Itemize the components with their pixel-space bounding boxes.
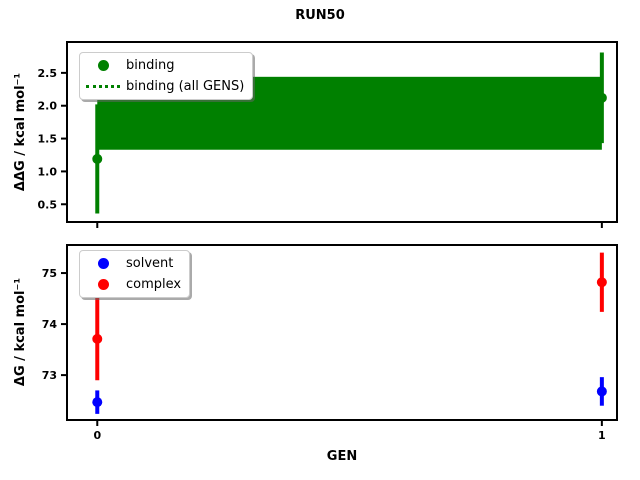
y-tick-label: 1.0 bbox=[38, 165, 58, 178]
solvent-point-gen1 bbox=[596, 386, 607, 397]
top-plot-ylabel: ΔΔG / kcal mol⁻¹ bbox=[13, 72, 28, 192]
legend-label-binding-all-gens: binding (all GENS) bbox=[126, 79, 245, 94]
y-tick-label: 73 bbox=[42, 369, 57, 382]
complex-marker-icon bbox=[97, 279, 109, 290]
legend-glyph bbox=[80, 60, 126, 71]
x-tick-label: 0 bbox=[93, 429, 101, 442]
legend-entry-binding-all-gens: binding (all GENS) bbox=[80, 76, 244, 97]
y-tick-label: 75 bbox=[42, 267, 57, 280]
y-tick-label: 2.5 bbox=[38, 67, 58, 80]
axes-frame bbox=[66, 41, 618, 223]
y-tick-label: 74 bbox=[42, 318, 58, 331]
legend-entry-complex: complex bbox=[80, 274, 181, 295]
legend-glyph bbox=[80, 279, 126, 290]
legend-glyph bbox=[80, 258, 126, 269]
legend-label-binding: binding bbox=[126, 58, 175, 73]
solvent-marker-icon bbox=[97, 258, 109, 269]
top-plot-legend: binding binding (all GENS) bbox=[79, 52, 254, 100]
binding-point-gen1 bbox=[596, 92, 607, 103]
legend-label-complex: complex bbox=[126, 277, 182, 292]
y-tick-label: 1.5 bbox=[38, 133, 58, 146]
axes-frame bbox=[66, 244, 618, 421]
binding-point-gen0 bbox=[92, 153, 103, 164]
solvent-point-gen0 bbox=[92, 397, 103, 408]
complex-point-gen0 bbox=[92, 333, 103, 344]
x-tick-label: 1 bbox=[598, 429, 606, 442]
y-tick-label: 0.5 bbox=[38, 198, 58, 211]
binding-all-gens-dotted-line-icon bbox=[86, 85, 120, 88]
bottom-plot-ylabel: ΔG / kcal mol⁻¹ bbox=[13, 277, 28, 387]
legend-label-solvent: solvent bbox=[126, 256, 174, 271]
y-tick-label: 2.0 bbox=[38, 100, 58, 113]
bottom-plot-legend: solvent complex bbox=[79, 250, 191, 298]
legend-glyph bbox=[80, 85, 126, 88]
figure-title: RUN50 bbox=[295, 8, 345, 23]
legend-entry-binding: binding bbox=[80, 55, 244, 76]
complex-point-gen1 bbox=[596, 277, 607, 288]
binding-marker-icon bbox=[97, 60, 109, 71]
legend-entry-solvent: solvent bbox=[80, 253, 181, 274]
x-axis-label: GEN bbox=[326, 449, 358, 464]
